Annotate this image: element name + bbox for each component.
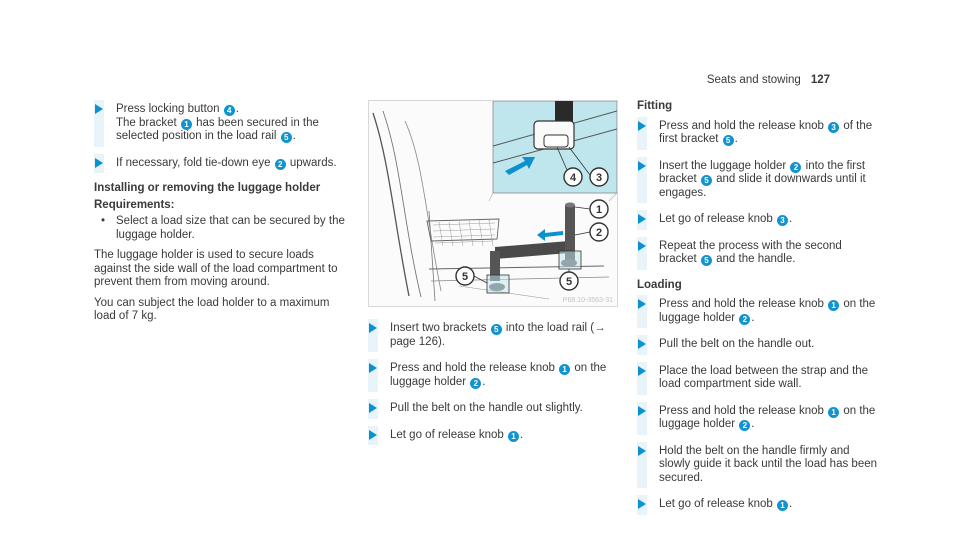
page-number: 127 xyxy=(810,74,830,86)
step-loading-3: Place the load between the strap and the… xyxy=(637,361,877,395)
callout-badge: 4 xyxy=(223,105,235,116)
column-right: Fitting Press and hold the release knob … xyxy=(637,100,877,522)
callout-5-left: 5 xyxy=(455,266,488,286)
section-title: Seats and stowing xyxy=(706,74,801,86)
callout-badge: 5 xyxy=(280,132,292,143)
detail-box xyxy=(558,250,582,270)
requirements-title: Requirements: xyxy=(94,198,175,211)
svg-text:3: 3 xyxy=(596,172,602,184)
callout-badge: 2 xyxy=(274,158,286,170)
step-fitting-4: Repeat the process with the second brack… xyxy=(637,236,877,270)
step-insert-brackets: Insert two brackets 5 into the load rail… xyxy=(368,319,616,352)
step-arrow-icon xyxy=(638,499,646,509)
step-arrow-icon xyxy=(638,445,646,456)
callout-badge: 1 xyxy=(180,118,192,130)
step-arrow-icon xyxy=(638,365,646,376)
callout-badge: 3 xyxy=(777,215,789,226)
step-fitting-1: Press and hold the release knob 3 of the… xyxy=(637,116,877,150)
callout-5-right: 5 xyxy=(559,269,579,291)
step-arrow-icon xyxy=(369,429,377,440)
step-arrow-icon xyxy=(369,403,377,413)
storage-net xyxy=(432,219,496,247)
detail-box xyxy=(486,274,510,294)
step-arrow-icon xyxy=(95,104,103,114)
step-loading-1: Press and hold the release knob 1 on the… xyxy=(637,295,877,328)
locking-button xyxy=(543,134,569,148)
callout-badge: 2 xyxy=(470,377,482,389)
step-loading-4: Press and hold the release knob 1 on the… xyxy=(637,401,877,435)
trunk-outline xyxy=(404,120,442,292)
step-pull-belt: Pull the belt on the handle out slightly… xyxy=(368,399,616,419)
step-fitting-3: Let go of release knob 3. xyxy=(637,210,877,230)
luggage-holder-illustration: 1 2 3 4 5 xyxy=(368,100,618,307)
fitting-heading: Fitting xyxy=(637,100,673,112)
trunk-outline xyxy=(382,110,422,298)
requirement-item: Select a load size that can be secured b… xyxy=(94,215,352,242)
step-arrow-icon xyxy=(638,240,646,251)
callout-badge: 2 xyxy=(790,161,802,173)
step-press-release-knob: Press and hold the release knob 1 on the… xyxy=(368,359,616,392)
step-fold-tie-down-eye: If necessary, fold tie-down eye 2 upward… xyxy=(94,153,352,174)
step-arrow-icon xyxy=(638,339,646,349)
column-middle: 1 2 3 4 5 xyxy=(368,100,618,452)
step-press-locking-button: Press locking button 4. The bracket 1 ha… xyxy=(94,100,352,147)
paragraph: The luggage holder is used to secure loa… xyxy=(94,249,338,288)
callout-2: 2 xyxy=(574,222,609,242)
callout-badge: 1 xyxy=(559,364,571,375)
step-arrow-icon xyxy=(638,214,646,224)
step-arrow-icon xyxy=(369,323,377,333)
storage-net-frame xyxy=(426,218,500,242)
step-arrow-icon xyxy=(638,299,646,309)
callout-badge: 5 xyxy=(490,324,502,335)
slide-arrow-icon xyxy=(537,229,563,241)
trunk-outline xyxy=(428,210,436,302)
step-fitting-2: Insert the luggage holder 2 into the fir… xyxy=(637,156,877,204)
page-header: Seats and stowing 127 xyxy=(707,74,830,88)
svg-text:5: 5 xyxy=(462,271,468,283)
step-arrow-icon xyxy=(95,157,103,168)
callout-badge: 1 xyxy=(508,430,520,442)
handle-post xyxy=(490,251,500,281)
callout-badge: 3 xyxy=(828,121,840,133)
step-loading-2: Pull the belt on the handle out. xyxy=(637,335,877,355)
paragraph: You can subject the load holder to a max… xyxy=(94,296,330,323)
release-knob xyxy=(565,202,575,208)
callout-badge: 2 xyxy=(739,420,751,431)
callout-badge: 1 xyxy=(828,406,840,418)
figure-reference: P68.10-3563-31 xyxy=(563,297,613,304)
svg-text:4: 4 xyxy=(570,172,577,184)
step-loading-5: Hold the belt on the handle firmly and s… xyxy=(637,441,877,489)
callout-badge: 1 xyxy=(777,500,789,511)
step-arrow-icon xyxy=(638,405,646,416)
step-arrow-icon xyxy=(638,160,646,171)
press-arrow-icon xyxy=(505,157,535,175)
callout-4: 4 xyxy=(556,146,583,187)
svg-text:2: 2 xyxy=(596,227,602,239)
luggage-holder-bar xyxy=(495,241,569,259)
callout-badge: 5 xyxy=(722,135,734,146)
trunk-outline xyxy=(372,112,410,297)
callout-badge: 2 xyxy=(739,313,751,325)
column-left: Press locking button 4. The bracket 1 ha… xyxy=(94,100,352,331)
svg-text:5: 5 xyxy=(566,276,572,288)
callout-3: 3 xyxy=(568,146,609,187)
step-arrow-icon xyxy=(638,120,646,131)
step-arrow-icon xyxy=(369,363,377,373)
svg-text:1: 1 xyxy=(596,204,602,216)
luggage-holder-post xyxy=(565,205,575,261)
callout-badge: 1 xyxy=(828,300,840,311)
step-let-go-knob: Let go of release knob 1. xyxy=(368,425,616,446)
callout-1: 1 xyxy=(574,199,609,219)
callout-badge: 5 xyxy=(700,175,712,186)
callout-badge: 5 xyxy=(700,255,712,266)
step-loading-6: Let go of release knob 1. xyxy=(637,495,877,515)
loading-heading: Loading xyxy=(637,278,682,291)
illustration-svg: 1 2 3 4 5 xyxy=(372,101,617,304)
section-heading: Installing or removing the luggage holde… xyxy=(94,182,321,194)
